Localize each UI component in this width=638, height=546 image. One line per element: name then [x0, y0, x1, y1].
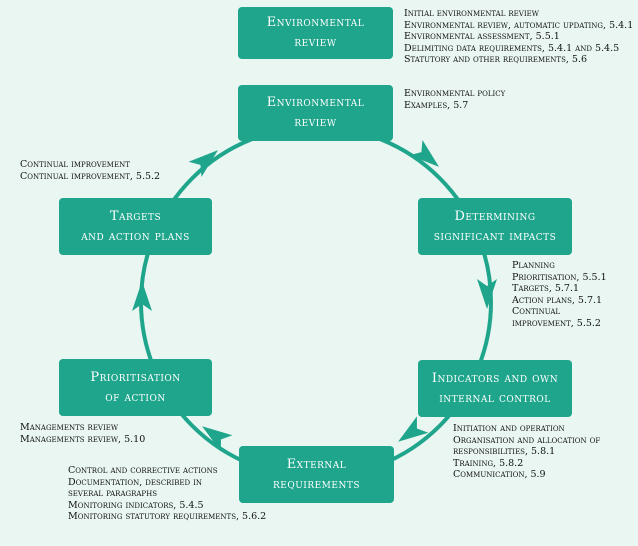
note-managements-review: Managements review Managements review, 5…: [20, 422, 146, 445]
note-continual-improvement: Continual improvement Continual improvem…: [20, 159, 161, 182]
environmental-review-top-box: Environmental review: [238, 7, 393, 59]
box-label: Environmental review: [266, 95, 365, 130]
box-label-line-1: Prioritisation: [90, 369, 181, 385]
arrow-icon-bottom-left: [202, 426, 233, 452]
indicators-control-box: Indicators and own internal control: [418, 360, 572, 417]
note-planning: Planning Prioritisation, 5.5.1 Targets, …: [512, 260, 607, 329]
box-label-line-1: External: [286, 456, 347, 472]
arrow-icon-right: [477, 279, 497, 309]
arrow-icon-bottom-right: [398, 416, 429, 442]
box-label-line-1: Indicators and own: [431, 370, 559, 386]
note-initiation: Initiation and operation Organisation an…: [453, 423, 601, 480]
determining-impacts-box: Determining significant impacts: [418, 198, 572, 255]
environmental-review-box: Environmental review: [238, 85, 393, 141]
box-label-line-2: requirements: [272, 476, 361, 492]
note-environmental-policy: Environmental policy Examples, 5.7: [404, 88, 506, 111]
box-label-line-1: Determining: [454, 208, 536, 224]
prioritisation-box: Prioritisation of action: [59, 359, 212, 416]
ring-circle: [139, 125, 493, 479]
arrow-icon-left: [132, 281, 152, 311]
external-requirements-box: External requirements: [239, 446, 394, 503]
box-label-line-2: internal control: [439, 390, 551, 406]
box-label-line-1: Targets: [109, 208, 162, 224]
box-label-line-2: significant impacts: [433, 228, 557, 244]
box-label: Environmental review: [266, 15, 365, 50]
arrow-icon-top-left: [188, 150, 219, 178]
note-initial-review: Initial environmental review Environment…: [404, 8, 634, 65]
note-control: Control and corrective actions Documenta…: [68, 465, 267, 522]
box-label-line-2: and action plans: [81, 228, 190, 244]
arrow-icon-top-right: [409, 139, 440, 167]
box-label-line-2: of action: [105, 389, 166, 405]
targets-box: Targets and action plans: [59, 198, 212, 255]
